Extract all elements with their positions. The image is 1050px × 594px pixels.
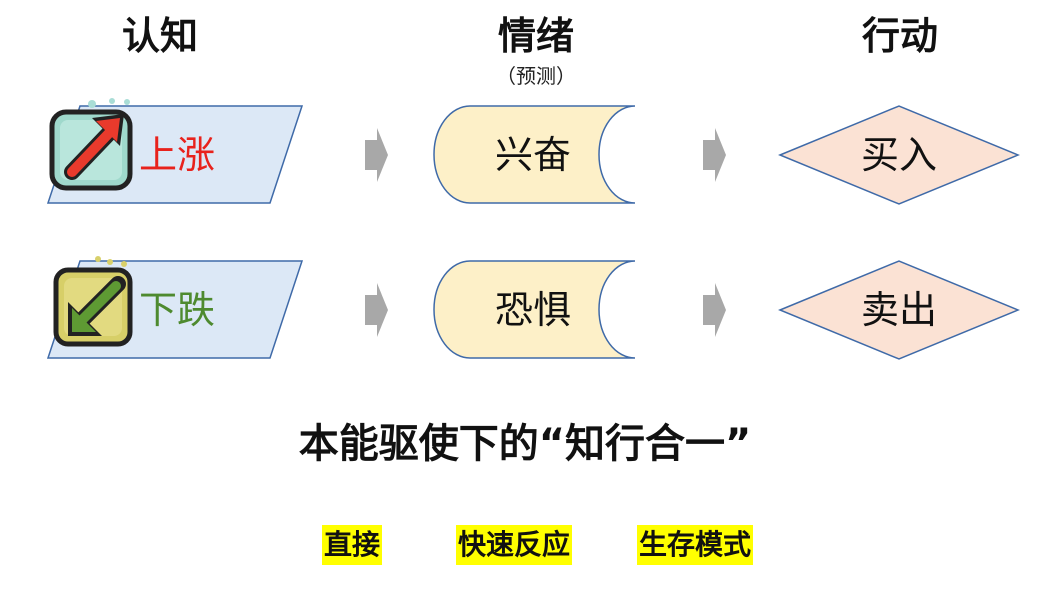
cognition-label-up: 上涨 [138,133,215,177]
emotion-label-fear: 恐惧 [494,288,571,332]
action-label-buy: 买入 [860,133,937,177]
arrow-up-right-icon [49,98,133,191]
heading-cognition: 认知 [121,14,198,58]
arrow-down-left-icon [53,256,133,347]
main-title: 本能驱使下的“知行合一” [298,421,752,467]
action-label-sell: 卖出 [860,288,937,332]
flow-arrow-2a [365,283,388,337]
action-node-sell [778,260,1020,360]
flow-arrow-2b [703,283,726,337]
cognition-label-down: 下跌 [138,288,215,332]
emotion-label-excited: 兴奋 [494,133,571,177]
tag-direct: 直接 [322,525,383,565]
flow-arrow-1a [365,128,388,182]
action-node-buy [778,105,1020,205]
heading-emotion-sub: （预测） [496,64,576,88]
flow-arrow-1b [703,128,726,182]
heading-emotion: 情绪 [497,14,574,58]
emotion-node-fear [433,260,636,359]
emotion-node-excited [433,105,636,204]
tag-fast-reaction: 快速反应 [456,525,573,565]
tag-survival-mode: 生存模式 [637,525,754,565]
heading-action: 行动 [861,14,938,58]
